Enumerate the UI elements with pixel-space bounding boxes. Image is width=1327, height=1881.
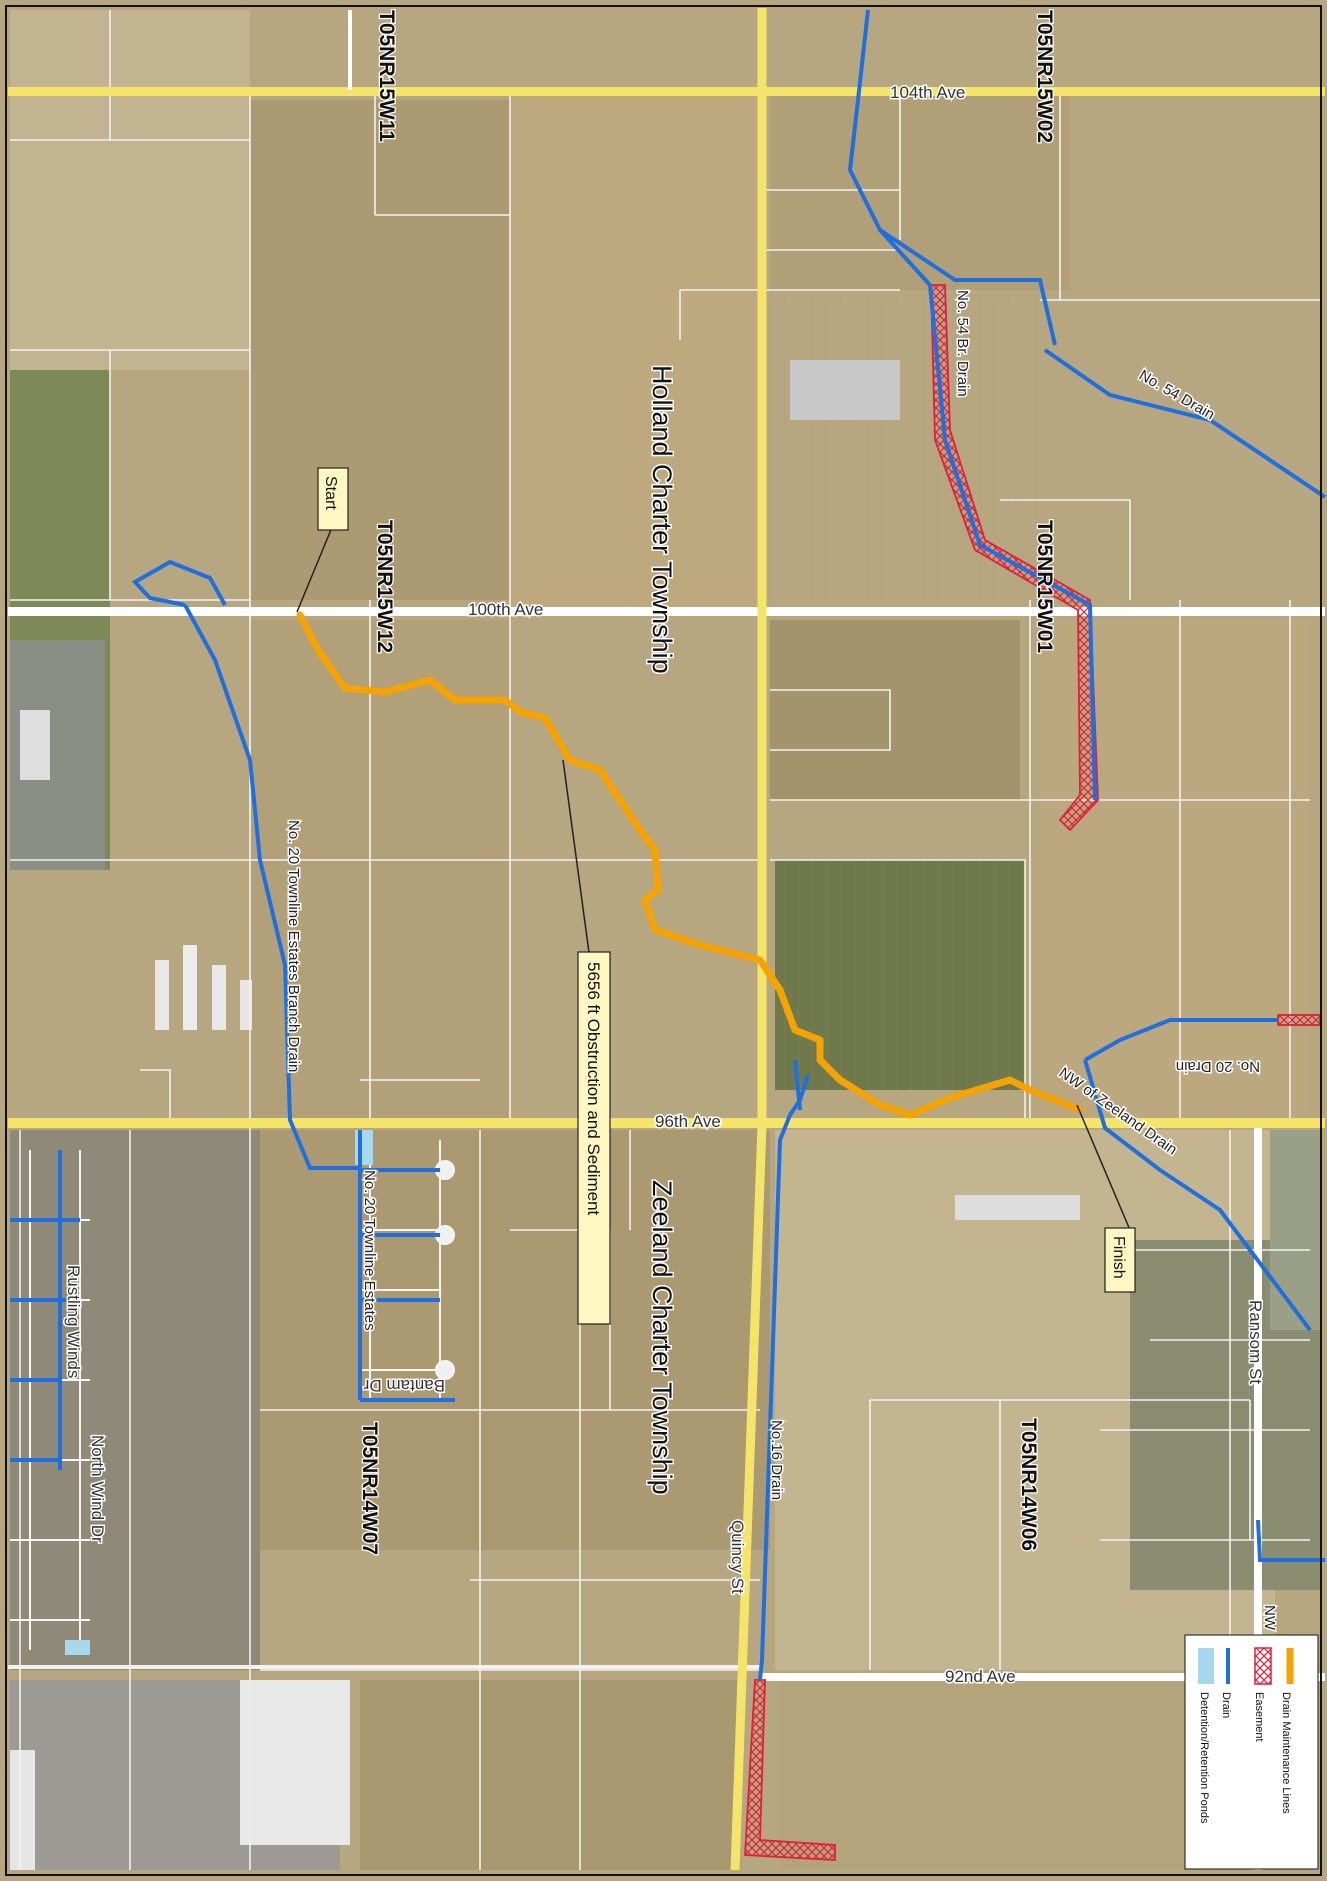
road-104th-ave <box>8 87 1325 96</box>
label-ransom-st: Ransom St <box>1246 1300 1265 1384</box>
road-92nd-ave <box>760 1673 1325 1681</box>
label-no16-drain: No.16 Drain <box>768 1420 785 1500</box>
parcel-lines <box>10 10 1320 1870</box>
label-quincy-st: Quincy St <box>728 1520 747 1594</box>
drain-rustling <box>10 1150 80 1470</box>
legend-label-drain: Drain <box>1220 1692 1232 1718</box>
callout-obstruction-text: 5656 ft Obstruction and Sediment <box>584 962 603 1216</box>
easement-no54br <box>930 284 1099 832</box>
callout-obstruction: 5656 ft Obstruction and Sediment <box>577 951 611 1325</box>
label-104th-ave: 104th Ave <box>890 83 965 102</box>
map-frame <box>5 5 1322 1876</box>
drain-nw-zeeland <box>1083 1059 1312 1332</box>
drain-no54 <box>1043 348 1327 499</box>
label-no20-drain: No. 20 Drain <box>1176 1058 1260 1075</box>
label-section-t05nr14w06: T05NR14W06 <box>1017 1418 1040 1551</box>
drain-no20-townline <box>183 604 360 1170</box>
label-no54br-drain: No. 54 Br. Drain <box>954 290 971 397</box>
road-96th-ave <box>8 1118 1325 1128</box>
label-section-t05nr14w07: T05NR14W07 <box>358 1422 381 1555</box>
easement-no20 <box>1277 1014 1321 1026</box>
label-holland-township: Holland Charter Township <box>647 365 677 674</box>
legend-label-ponds: Detention/Retention Ponds <box>1198 1692 1210 1824</box>
callout-leaders <box>296 519 1131 1231</box>
label-no20-townline-branch: No. 20 Townline Estates Branch Drain <box>285 820 302 1072</box>
label-section-t05nr15w12: T05NR15W12 <box>373 520 396 653</box>
callout-start: Start <box>317 467 349 531</box>
drain-no16 <box>758 1074 810 1681</box>
easements <box>744 284 1321 1861</box>
drain-no20 <box>1084 1018 1278 1062</box>
label-nw-fragment: NW <box>1261 1605 1278 1631</box>
callout-start-text: Start <box>322 476 339 510</box>
drain-no20-loop <box>131 559 227 607</box>
label-bantam-dr: Bantam Dr <box>363 1376 445 1395</box>
drain-no54-branch <box>847 9 1097 801</box>
label-north-wind-dr: North Wind Dr <box>88 1435 107 1543</box>
callout-finish: Finish <box>1104 1227 1136 1293</box>
label-section-t05nr15w11: T05NR15W11 <box>375 10 398 142</box>
label-rustling-winds: Rustling Winds <box>64 1265 83 1378</box>
label-section-t05nr15w02: T05NR15W02 <box>1033 10 1056 143</box>
easement-no16 <box>744 1679 836 1861</box>
legend-symbol-easement <box>1254 1647 1272 1685</box>
road-100th-ave <box>8 607 1325 616</box>
callout-finish-text: Finish <box>1110 1236 1127 1279</box>
label-zeeland-township: Zeeland Charter Township <box>647 1180 677 1495</box>
label-92nd-ave: 92nd Ave <box>945 1667 1016 1686</box>
legend-label-maintenance: Drain Maintenance Lines <box>1280 1692 1292 1814</box>
label-section-t05nr15w01: T05NR15W01 <box>1033 520 1056 653</box>
roads <box>8 8 1325 1871</box>
road-quincy-st <box>730 8 767 1871</box>
drain-quincy-side <box>793 1059 802 1111</box>
drain-maintenance-line <box>296 611 1084 1119</box>
legend-label-easement: Easement <box>1253 1692 1265 1742</box>
drains <box>10 9 1327 1681</box>
label-100th-ave: 100th Ave <box>468 600 543 619</box>
drain-no54-upper <box>878 228 1057 346</box>
legend-symbol-pond <box>1198 1648 1214 1684</box>
drain-no20-estates <box>358 1130 455 1402</box>
legend: Drain Maintenance Lines Easement Drain D… <box>1184 1634 1319 1870</box>
label-96th-ave: 96th Ave <box>655 1112 721 1131</box>
label-no20-estates: No. 20 Townline Estates <box>361 1170 378 1331</box>
drain-nw-zeeland-east <box>1256 1519 1325 1562</box>
